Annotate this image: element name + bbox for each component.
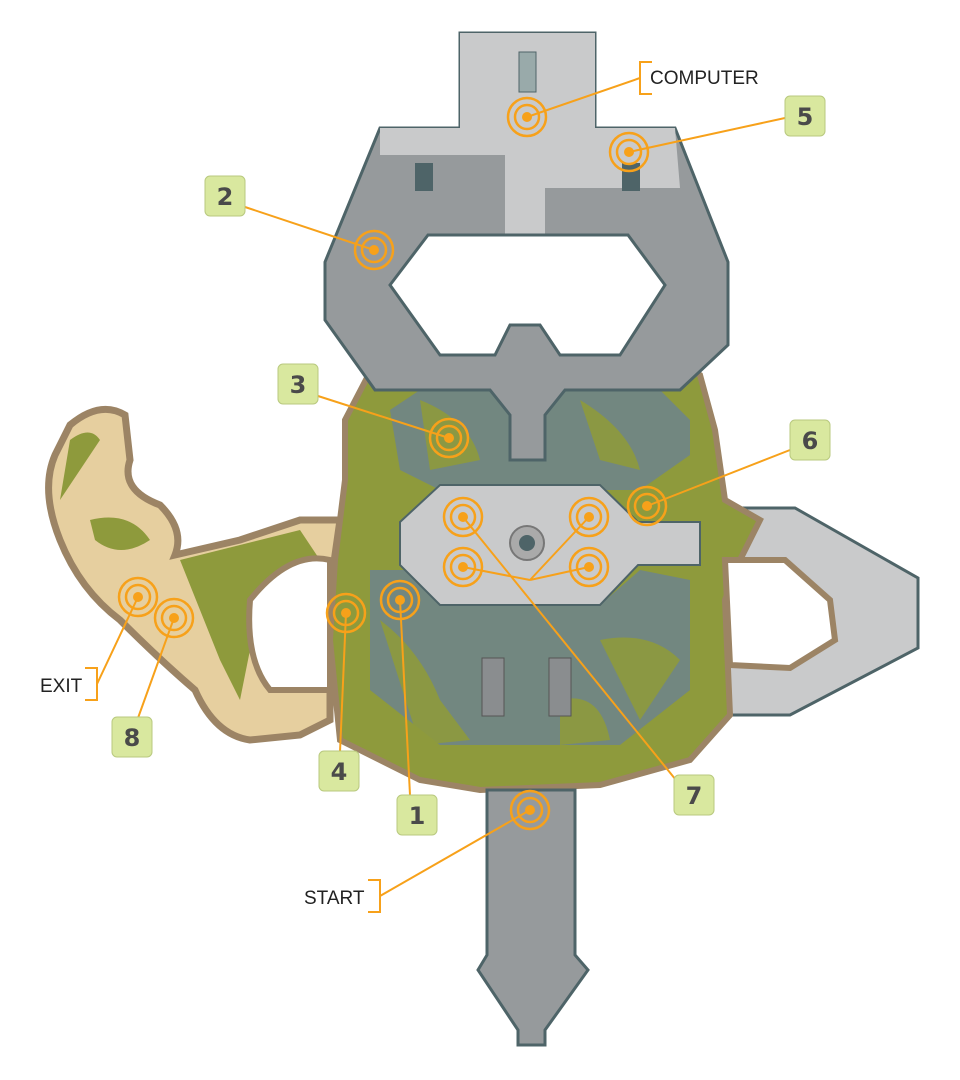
marker-7a — [442, 496, 484, 538]
waypoint-badge-7: 7 — [673, 774, 715, 816]
waypoint-badge-5: 5 — [784, 95, 826, 137]
marker-computer — [506, 96, 548, 138]
svg-text:7: 7 — [686, 782, 703, 810]
marker-7b — [568, 496, 610, 538]
central-pillar-core — [519, 535, 535, 551]
waypoint-badge-8: 8 — [111, 716, 153, 758]
door-west — [415, 163, 433, 191]
marker-8 — [153, 597, 195, 639]
waypoint-badge-6: 6 — [789, 419, 831, 461]
south-corridor — [476, 788, 590, 1047]
marker-exit — [117, 576, 159, 618]
markers — [117, 96, 668, 831]
west-cave-hole — [246, 555, 333, 693]
door-east — [622, 163, 640, 191]
waypoint-badge-2: 2 — [204, 175, 246, 217]
marker-2 — [353, 229, 395, 271]
computer-terminal — [518, 51, 537, 93]
marker-6 — [626, 485, 668, 527]
marker-7c — [442, 546, 484, 588]
south-pool — [370, 570, 690, 745]
svg-text:8: 8 — [124, 724, 141, 752]
pillar-se — [548, 657, 572, 717]
marker-5 — [608, 131, 650, 173]
north-hole — [388, 233, 667, 357]
svg-text:1: 1 — [409, 802, 426, 830]
start-label: START — [304, 888, 365, 909]
waypoint-badge-1: 1 — [396, 794, 438, 836]
computer-room-floor — [380, 33, 680, 235]
exit-label: EXIT — [40, 676, 83, 697]
marker-4 — [325, 592, 367, 634]
moss-overlay — [380, 400, 680, 745]
svg-text:3: 3 — [290, 371, 307, 399]
svg-text:5: 5 — [797, 103, 814, 131]
marker-7d — [568, 546, 610, 588]
svg-text:4: 4 — [331, 758, 348, 786]
computer-label: COMPUTER — [650, 68, 759, 89]
east-cave-hole — [721, 557, 839, 672]
marker-3 — [428, 417, 470, 459]
svg-text:6: 6 — [802, 427, 819, 455]
marker-start — [509, 789, 551, 831]
waypoint-badges: 1 2 3 4 5 6 7 8 — [111, 95, 831, 836]
waypoint-badge-3: 3 — [277, 363, 319, 405]
pillar-sw — [481, 657, 505, 717]
svg-text:2: 2 — [217, 183, 234, 211]
waypoint-badge-4: 4 — [318, 750, 360, 792]
marker-1 — [379, 579, 421, 621]
callout-lines — [85, 61, 791, 913]
